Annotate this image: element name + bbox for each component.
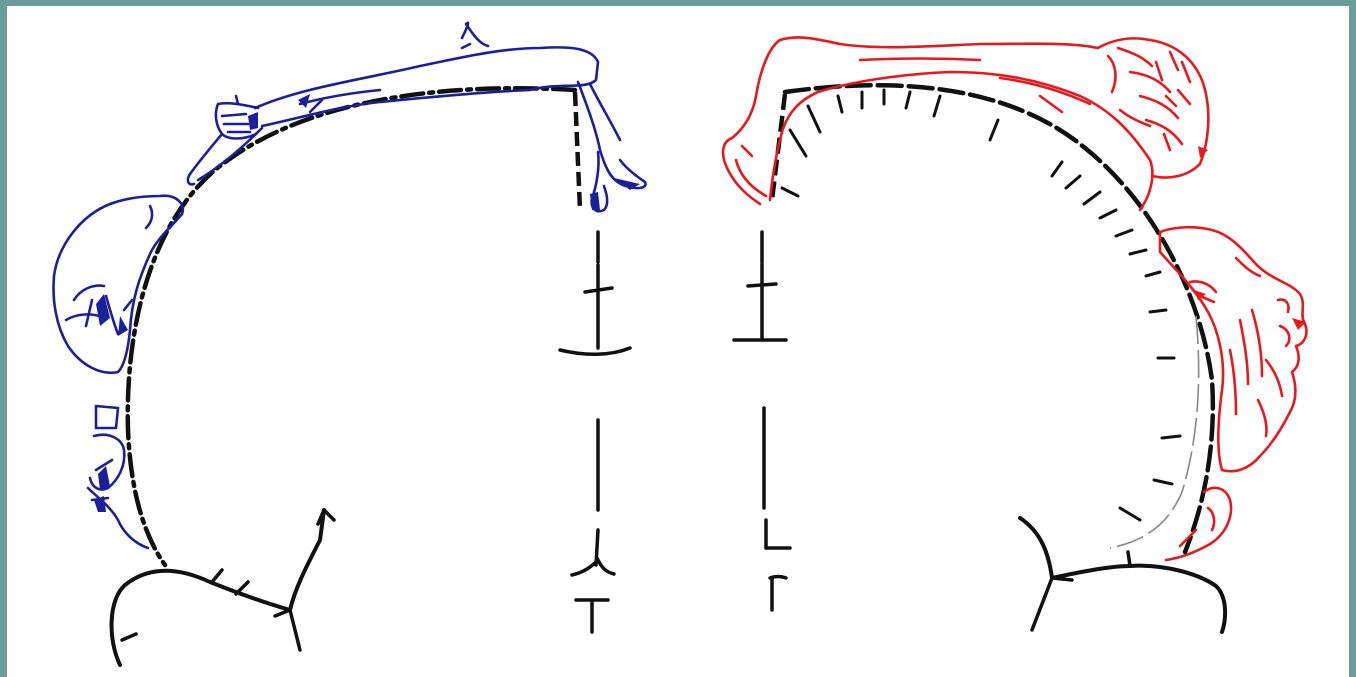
motor-homunculus-shading xyxy=(94,94,640,512)
left-cortex-outline xyxy=(125,85,578,568)
right-midline-marks xyxy=(732,230,792,612)
left-ventral-branches xyxy=(120,508,336,652)
sensory-homunculus-shading xyxy=(1194,146,1306,330)
left-medial-wall xyxy=(572,91,583,211)
right-cortex-outline xyxy=(782,82,1216,555)
left-ventral-outline xyxy=(109,508,326,667)
sensory-homunculus xyxy=(721,36,1308,562)
motor-homunculus xyxy=(52,21,647,550)
left-midline-marks xyxy=(558,230,632,634)
right-cortex-ticks xyxy=(780,88,1182,522)
right-cortex-thin-arc xyxy=(1109,315,1200,549)
right-ventral-outline xyxy=(1018,516,1228,634)
homunculus-diagram xyxy=(52,21,1308,667)
right-hemisphere-section xyxy=(732,82,1228,634)
right-ventral-branches xyxy=(1030,550,1132,632)
